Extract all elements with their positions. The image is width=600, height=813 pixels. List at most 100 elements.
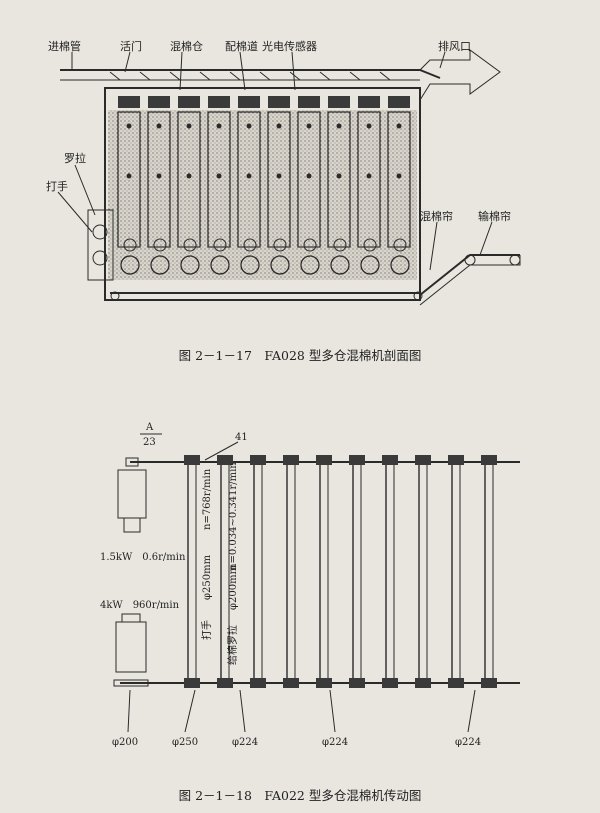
caption-figure2: 图 2－1－18 FA022 型多仓混棉机传动图 <box>179 788 422 803</box>
conveyor-curtain <box>419 254 520 296</box>
label-beater: 打手 <box>46 179 68 193</box>
beater-roller <box>120 255 140 275</box>
label-d200: φ200 <box>112 737 138 748</box>
bin-wall <box>327 111 351 248</box>
feed-roller <box>303 238 317 252</box>
label-d224c: φ224 <box>455 737 481 748</box>
sensor-dot <box>246 173 252 179</box>
feed-roller <box>123 238 137 252</box>
bin-slot <box>388 96 410 108</box>
shaft-gear <box>217 455 233 465</box>
label-flap: 活门 <box>120 39 142 53</box>
shaft-gear <box>415 455 431 465</box>
shaft-gear <box>349 678 365 688</box>
label-sensor: 光电传感器 <box>262 39 317 53</box>
bin-slot <box>328 96 350 108</box>
shaft-gear <box>283 455 299 465</box>
label-motor-bottom: 4kW 960r/min <box>100 600 180 611</box>
shaft-gear <box>184 455 200 465</box>
shaft-gear <box>250 455 266 465</box>
label-channel: 配棉道 <box>225 39 258 53</box>
label-beater-text: 打手 <box>200 620 213 640</box>
sensor-dot <box>306 123 312 129</box>
motor-top <box>117 457 147 533</box>
shaft-gear <box>283 678 299 688</box>
sensor-dot <box>216 123 222 129</box>
label-motor-top: 1.5kW 0.6r/min <box>100 552 186 563</box>
bin-slot <box>148 96 170 108</box>
figure1-section: 进棉管 活门 混棉仓 配棉道 光电传感器 排风口 罗拉 打手 混棉帘 输棉帘 图… <box>46 39 521 363</box>
feed-roller <box>243 238 257 252</box>
shaft-gear <box>448 455 464 465</box>
shaft-gear <box>250 678 266 688</box>
label-beater-speed: n=768r/min <box>202 468 213 530</box>
feed-roller <box>333 238 347 252</box>
bin-slot <box>298 96 320 108</box>
bin-slot <box>208 96 230 108</box>
beater-roller <box>150 255 170 275</box>
sensor-dot <box>396 173 402 179</box>
beater-roller <box>180 255 200 275</box>
beater-roller <box>240 255 260 275</box>
feed-roller <box>213 238 227 252</box>
beater-roller <box>210 255 230 275</box>
bin-wall <box>117 111 141 248</box>
shaft-gear <box>415 678 431 688</box>
shaft-gear <box>349 455 365 465</box>
bin-slot <box>268 96 290 108</box>
label-d224b: φ224 <box>322 737 348 748</box>
sensor-dot <box>276 173 282 179</box>
roller-row <box>120 238 410 275</box>
cotton-fill <box>108 110 417 280</box>
label-d224a: φ224 <box>232 737 258 748</box>
vertical-shafts <box>184 455 497 688</box>
sensor-dot <box>126 123 132 129</box>
label-gear-a-bottom: 23 <box>143 437 156 448</box>
sensor-dot <box>246 123 252 129</box>
beater-icon <box>92 224 108 240</box>
bin-wall <box>177 111 201 248</box>
label-roller: 罗拉 <box>64 151 86 165</box>
roller-icon <box>92 250 108 266</box>
shaft-gear <box>217 678 233 688</box>
sensor-dot <box>156 123 162 129</box>
label-roller-speed: n=0.034~0.341r/min <box>228 462 239 570</box>
exhaust-outlet <box>419 49 501 101</box>
label-exhaust: 排风口 <box>438 39 471 53</box>
sensor-dot <box>156 173 162 179</box>
feed-roller <box>393 238 407 252</box>
bin-partitions <box>117 96 411 248</box>
bin-wall <box>387 111 411 248</box>
label-gear-41: 41 <box>235 432 248 443</box>
shaft-gear <box>481 678 497 688</box>
label-convey-curtain: 输棉帘 <box>478 209 511 223</box>
label-beater-dia: φ250mm <box>202 554 213 600</box>
label-inlet-pipe: 进棉管 <box>48 39 81 53</box>
bin-wall <box>297 111 321 248</box>
bin-wall <box>267 111 291 248</box>
label-mix-curtain: 混棉帘 <box>420 209 453 223</box>
bin-wall <box>147 111 171 248</box>
beater-roller <box>360 255 380 275</box>
shaft-gear <box>382 455 398 465</box>
figure2-transmission: A 23 41 1.5kW 0.6r/min 4kW 960r/min 打手 φ… <box>100 422 520 803</box>
sensor-dot <box>306 173 312 179</box>
feed-roller <box>153 238 167 252</box>
shaft-gear <box>316 455 332 465</box>
sensor-dot <box>216 173 222 179</box>
sensor-dot <box>126 173 132 179</box>
sensor-dot <box>186 123 192 129</box>
sensor-dot <box>396 123 402 129</box>
motor-bottom <box>113 613 149 687</box>
sensor-dot <box>366 173 372 179</box>
bin-wall <box>357 111 381 248</box>
sensor-dot <box>276 123 282 129</box>
shaft-gear <box>481 455 497 465</box>
label-d250: φ250 <box>172 737 198 748</box>
flap-row <box>109 71 391 81</box>
label-roller-dia: φ200mm <box>228 564 239 610</box>
label-bin: 混棉仓 <box>170 39 203 53</box>
beater-roller <box>330 255 350 275</box>
beater-box <box>87 209 114 281</box>
